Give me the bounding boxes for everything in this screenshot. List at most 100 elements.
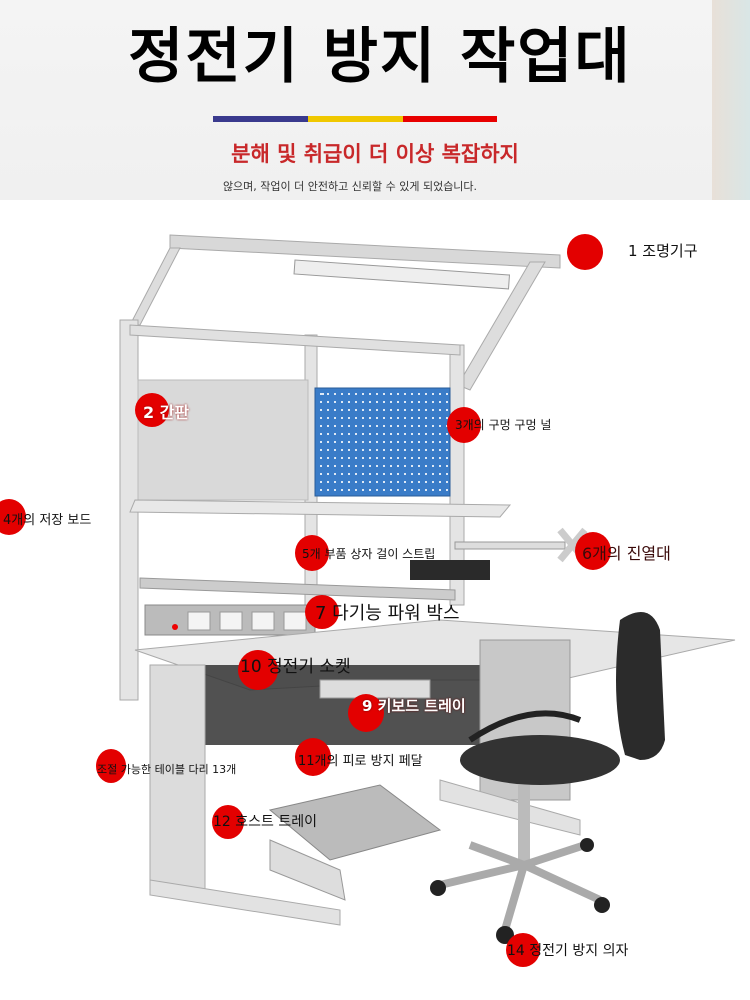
pegboard-hole [446,441,448,443]
pegboard-hole [411,409,413,411]
pegboard-hole [383,489,385,491]
pegboard-hole [397,401,399,403]
pegboard-hole [355,401,357,403]
color-bar-yellow [308,116,403,122]
pegboard-hole [397,409,399,411]
pegboard-hole [439,449,441,451]
color-bar-red [403,116,497,122]
pegboard-hole [404,441,406,443]
pegboard-hole [418,489,420,491]
pegboard-hole [369,393,371,395]
pegboard-hole [425,489,427,491]
pegboard-hole [355,441,357,443]
pegboard-hole [320,473,322,475]
pegboard-hole [404,409,406,411]
pegboard-hole [362,457,364,459]
pegboard-hole [334,449,336,451]
pegboard-hole [439,393,441,395]
pegboard-hole [355,409,357,411]
pegboard-hole [439,409,441,411]
corner-image [712,0,750,200]
pegboard-hole [439,433,441,435]
pegboard-hole [376,393,378,395]
pegboard-hole [432,401,434,403]
pegboard-hole [397,449,399,451]
pegboard-hole [432,457,434,459]
pegboard-hole [362,441,364,443]
pegboard-hole [348,481,350,483]
pegboard-hole [383,393,385,395]
pegboard-hole [425,449,427,451]
pegboard-hole [418,425,420,427]
pegboard-hole [411,417,413,419]
pegboard-hole [411,457,413,459]
pegboard-hole [383,457,385,459]
pegboard-hole [348,441,350,443]
pegboard-hole [348,457,350,459]
pegboard-hole [432,465,434,467]
pegboard-hole [341,457,343,459]
pegboard-hole [362,409,364,411]
pegboard-hole [418,401,420,403]
pegboard-hole [362,449,364,451]
header-banner [0,0,750,200]
pegboard-hole [376,417,378,419]
pegboard-hole [320,401,322,403]
pegboard-hole [390,481,392,483]
pegboard-hole [390,457,392,459]
pegboard-hole [369,409,371,411]
label-lighting: 1 조명기구 [628,242,698,260]
pegboard-hole [355,457,357,459]
pegboard-hole [341,417,343,419]
pegboard-hole [355,417,357,419]
pegboard-hole [446,393,448,395]
pegboard-hole [418,465,420,467]
pegboard-hole [439,457,441,459]
pegboard-hole [390,465,392,467]
label-pegboard: 3개의 구멍 구멍 널 [455,418,552,432]
pegboard-hole [362,465,364,467]
pegboard-hole [390,473,392,475]
pegboard-hole [432,441,434,443]
pegboard-hole [383,481,385,483]
pegboard-hole [341,433,343,435]
pegboard-hole [327,417,329,419]
pegboard-hole [439,473,441,475]
pegboard-hole [327,473,329,475]
pegboard-hole [369,449,371,451]
pegboard-hole [376,489,378,491]
pegboard-hole [411,465,413,467]
pegboard-hole [334,417,336,419]
pegboard-hole [376,401,378,403]
pegboard-hole [397,433,399,435]
pegboard-hole [327,465,329,467]
pegboard-hole [432,409,434,411]
pegboard-hole [390,409,392,411]
pegboard-hole [411,433,413,435]
pegboard-hole [446,449,448,451]
pegboard-hole [432,433,434,435]
pegboard-hole [362,393,364,395]
pegboard-hole [369,441,371,443]
pegboard-hole [425,409,427,411]
pegboard-hole [404,457,406,459]
pegboard-hole [383,473,385,475]
pegboard-hole [439,401,441,403]
pegboard-hole [376,425,378,427]
label-signboard: 2 간판 [143,403,190,422]
pegboard-hole [425,441,427,443]
pegboard-hole [327,481,329,483]
pegboard-hole [425,433,427,435]
pegboard-hole [418,393,420,395]
pegboard-hole [418,441,420,443]
pegboard-hole [334,433,336,435]
pegboard-hole [355,489,357,491]
pegboard-hole [362,489,364,491]
pegboard-hole [320,465,322,467]
pegboard-hole [390,441,392,443]
pegboard-hole [397,425,399,427]
pegboard-hole [376,457,378,459]
pegboard-hole [327,457,329,459]
marker-esd-socket [238,650,278,690]
label-table-legs: 조절 가능한 테이블 다리 13개 [97,763,237,776]
